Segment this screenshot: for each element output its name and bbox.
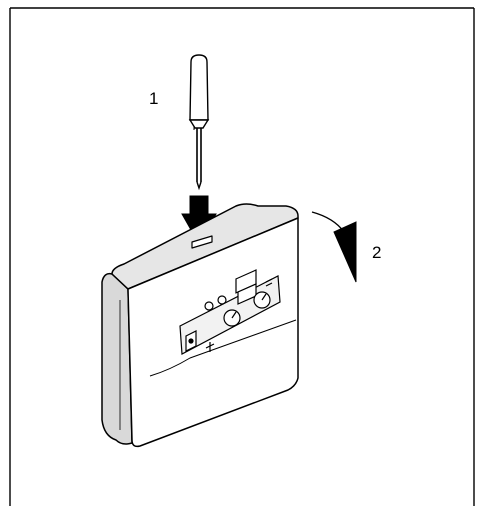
screwdriver-icon [188,54,210,191]
callout-step-1: 1 [149,89,159,108]
release-slot [191,235,213,249]
housing-side [101,272,133,445]
indicator-icon [265,278,273,287]
power-icon [205,342,215,352]
control-panel [179,269,281,355]
frame [9,7,475,506]
callout-step-2: 2 [372,243,382,262]
gear-icon [217,295,227,305]
housing-top [111,203,299,290]
rotate-arrow-icon [311,211,357,283]
status-icon [204,301,214,311]
front-contour [149,319,297,377]
